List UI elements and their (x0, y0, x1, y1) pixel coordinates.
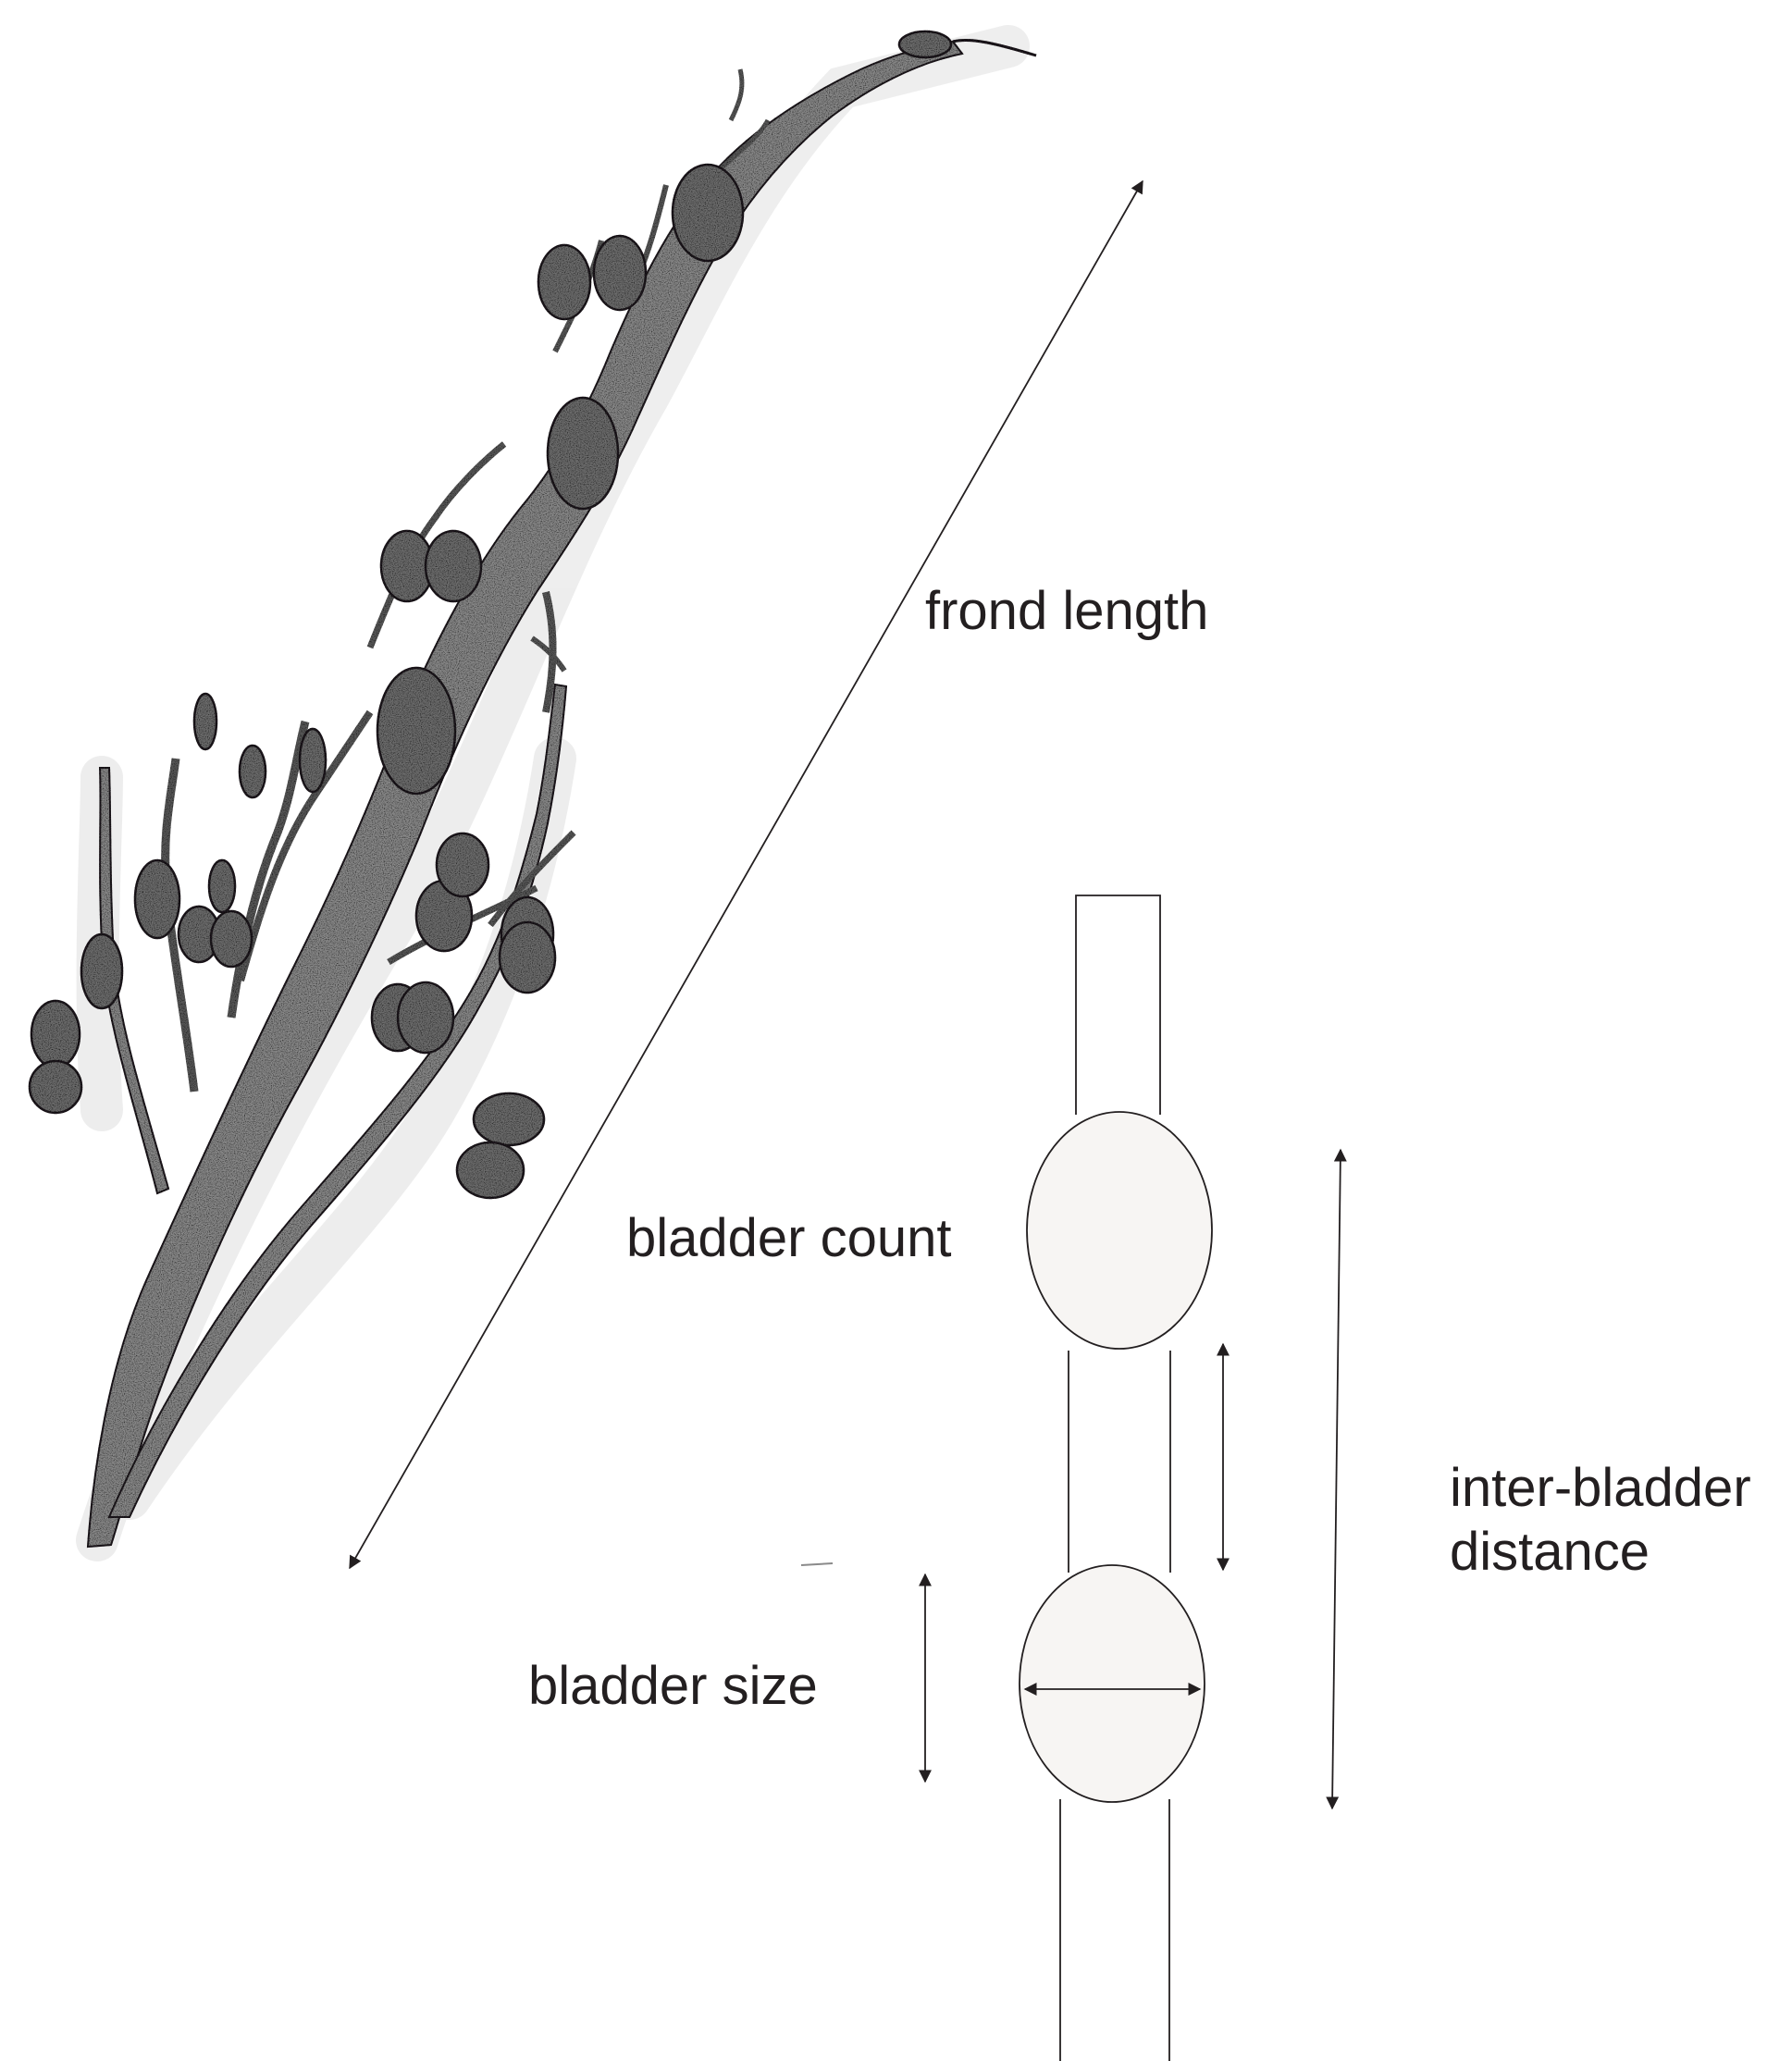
bladder-count-label: bladder count (626, 1208, 951, 1268)
bladder-size-label: bladder size (528, 1656, 818, 1716)
inter-bladder-distance-arrow (1332, 1150, 1341, 1808)
schematic-stem (1060, 895, 1170, 2061)
inter-bladder-label-line1: inter-bladder (1450, 1458, 1751, 1518)
inter-bladder-label-line2: distance (1450, 1522, 1650, 1582)
seaweed-illustration (30, 31, 1036, 1547)
bladder-upper (1027, 1112, 1212, 1349)
bladder-lower (1020, 1565, 1205, 1802)
stray-mark (801, 1563, 833, 1565)
frond-length-label: frond length (925, 581, 1208, 641)
